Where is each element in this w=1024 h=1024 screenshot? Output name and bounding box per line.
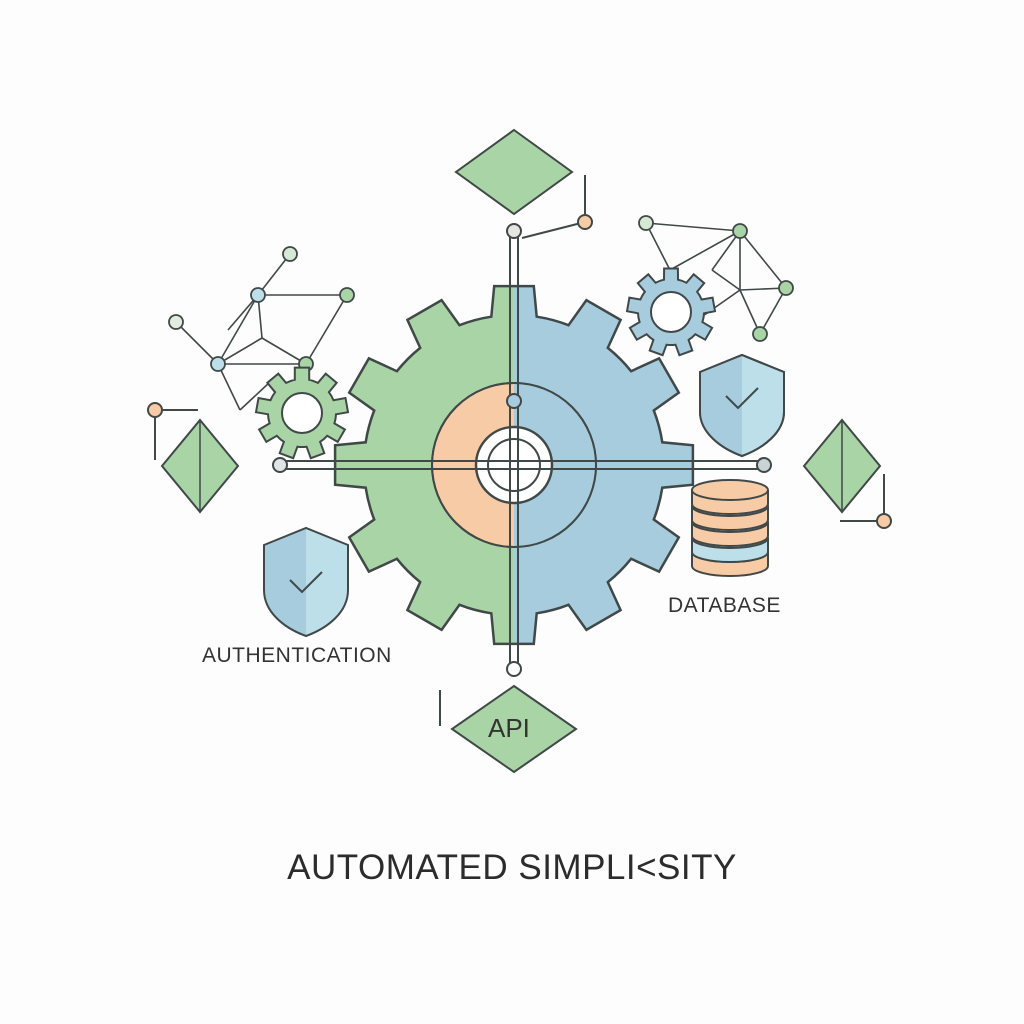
network-graph-icon bbox=[175, 253, 348, 411]
small-gear-icon bbox=[254, 366, 350, 460]
gear-green-half bbox=[335, 286, 514, 644]
shield-check-icon bbox=[263, 526, 349, 638]
diamond-icon bbox=[147, 402, 240, 514]
diamond-icon bbox=[802, 418, 892, 529]
network-graph-icon bbox=[645, 222, 787, 335]
diagram-title: AUTOMATED SIMPLI<SITY bbox=[287, 848, 737, 887]
top-connector bbox=[521, 175, 586, 239]
database-label: DATABASE bbox=[668, 594, 781, 617]
main-gear-icon bbox=[333, 284, 695, 646]
diamond-icon bbox=[454, 128, 574, 216]
gear-outline bbox=[333, 284, 695, 646]
api-diamond-icon bbox=[439, 684, 578, 774]
axis-connectors bbox=[280, 232, 764, 668]
small-gear-hole bbox=[281, 392, 323, 434]
gear-blue-half bbox=[514, 286, 693, 644]
connector-node bbox=[577, 214, 593, 230]
database-icon bbox=[691, 479, 769, 577]
axis-nodes bbox=[272, 223, 772, 677]
small-gear-hole bbox=[650, 291, 692, 333]
network-nodes bbox=[638, 215, 794, 342]
authentication-label: AUTHENTICATION bbox=[202, 644, 392, 667]
small-gear-icon bbox=[625, 267, 717, 357]
api-label: API bbox=[488, 713, 530, 743]
network-nodes bbox=[168, 246, 355, 372]
shield-check-icon bbox=[699, 353, 785, 458]
